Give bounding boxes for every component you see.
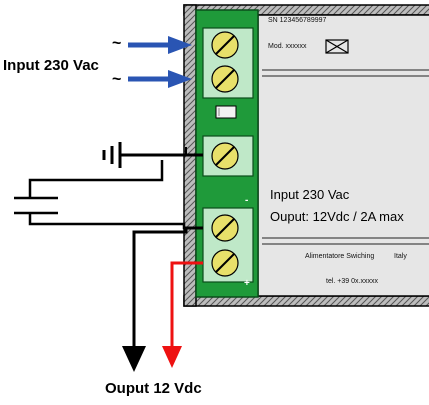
input-spec: Input 230 Vac xyxy=(270,187,350,202)
input-arrow-2 xyxy=(128,70,192,88)
ac-symbol-2: ~ xyxy=(112,71,122,88)
input-label: Input 230 Vac xyxy=(3,57,99,74)
model-number: Mod. xxxxxx xyxy=(268,43,307,50)
screw-terminal-plus xyxy=(211,249,239,277)
input-arrow-1 xyxy=(128,36,192,54)
fuse-component xyxy=(215,105,237,119)
output-spec: Ouput: 12Vdc / 2A max xyxy=(270,209,404,224)
earth-ground-icon xyxy=(102,142,122,168)
device-name: Alimentatore Swiching xyxy=(305,253,375,260)
device-phone: tel. +39 0x.xxxxx xyxy=(326,278,378,285)
screw-terminal-1 xyxy=(211,31,239,59)
crossed-box-symbol xyxy=(325,39,349,54)
device-country: Italy xyxy=(394,253,407,260)
ac-symbol-1: ~ xyxy=(112,35,122,52)
screw-terminal-minus xyxy=(211,214,239,242)
terminal-minus-mark: - xyxy=(245,195,249,206)
device-label-panel xyxy=(257,14,429,297)
terminal-plus-mark: + xyxy=(244,278,250,289)
ground-wire xyxy=(120,147,203,157)
screw-terminal-ground xyxy=(211,142,239,170)
output-label: Ouput 12 Vdc xyxy=(105,380,202,397)
shield-capacitor-wiring xyxy=(14,160,203,230)
serial-number: SN 123456789997 xyxy=(268,17,327,24)
output-negative-wire xyxy=(122,226,203,372)
output-positive-wire xyxy=(162,261,203,368)
screw-terminal-2 xyxy=(211,65,239,93)
